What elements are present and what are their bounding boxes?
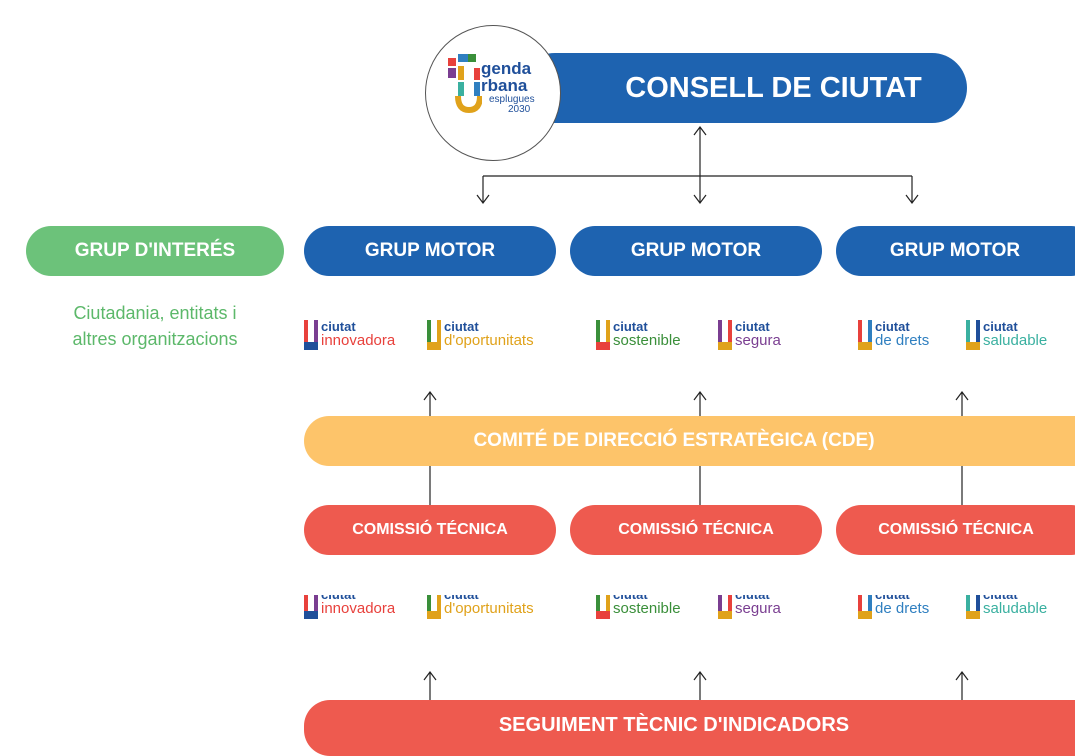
interest-group-description-line1: Ciutadania, entitats i	[73, 303, 237, 323]
motor-group-label: GRUP MOTOR	[364, 240, 496, 261]
badge-prefix: ciutat	[875, 319, 910, 334]
badge-prefix: ciutat	[735, 595, 781, 601]
interest-group-description: Ciutadania, entitats i altres organitzac…	[26, 300, 284, 352]
cde-label: COMITÉ DE DIRECCIÓ ESTRATÈGICA (CDE)	[473, 430, 875, 451]
badge-name: saludable	[983, 600, 1048, 617]
badge-name: sostenible	[613, 332, 681, 349]
logo-line2: rbana	[481, 76, 528, 95]
badge-prefix: ciutat	[983, 319, 1018, 334]
motor-group-2: GRUP MOTOR	[570, 226, 822, 276]
badge-prefix: ciutat	[735, 319, 770, 334]
motor-group-1: GRUP MOTOR	[304, 226, 556, 276]
ciutat-u-icon	[596, 595, 610, 619]
badge-name: segura	[735, 332, 781, 349]
badge-name: innovadora	[321, 332, 396, 349]
motor-group-label: GRUP MOTOR	[889, 240, 1021, 261]
ciutat-u-icon	[966, 595, 980, 619]
ciutat-u-icon	[858, 320, 872, 350]
badge-prefix: ciutat	[321, 319, 356, 334]
badge-name: saludable	[983, 332, 1048, 349]
badge-prefix: ciutat	[444, 319, 479, 334]
interest-group-box: GRUP D'INTERÉS	[26, 226, 284, 276]
motor-group-3: GRUP MOTOR	[836, 226, 1075, 276]
badge-prefix: ciutat	[613, 595, 681, 601]
motor-group-label: GRUP MOTOR	[630, 240, 762, 261]
council-label: CONSELL DE CIUTAT	[625, 71, 922, 104]
cde-box: COMITÉ DE DIRECCIÓ ESTRATÈGICA (CDE)	[304, 416, 1075, 466]
tracking-box: SEGUIMENT TÈCNIC D'INDICADORS	[304, 700, 1075, 756]
interest-group-description-line2: altres organitzacions	[72, 329, 238, 349]
badge-prefix: ciutat	[983, 595, 1047, 601]
technical-commission-3: COMISSIÓ TÉCNICA	[836, 505, 1075, 555]
tracking-label: SEGUIMENT TÈCNIC D'INDICADORS	[498, 714, 850, 736]
logo-line3: esplugues	[489, 94, 535, 105]
ciutat-u-icon	[858, 595, 872, 619]
interest-group-label: GRUP D'INTERÉS	[74, 240, 236, 261]
badge-prefix: ciutat	[321, 595, 395, 601]
ciutat-u-icon	[718, 595, 732, 619]
technical-commission-1: COMISSIÓ TÉCNICA	[304, 505, 556, 555]
logo-line1: genda	[481, 59, 532, 78]
badge-name: d'oportunitats	[444, 600, 534, 617]
ciutat-u-icon	[596, 320, 610, 350]
badge-name: segura	[735, 600, 781, 617]
badge-name: innovadora	[321, 600, 396, 617]
technical-commission-label: COMISSIÓ TÉCNICA	[618, 521, 774, 538]
ciutat-u-icon	[304, 320, 318, 350]
technical-commission-label: COMISSIÓ TÉCNICA	[878, 521, 1034, 538]
badge-name: sostenible	[613, 600, 681, 617]
ciutat-u-icon	[718, 320, 732, 350]
ciutat-u-icon	[427, 595, 441, 619]
ciutat-u-icon	[427, 320, 441, 350]
technical-commission-2: COMISSIÓ TÉCNICA	[570, 505, 822, 555]
technical-commission-label: COMISSIÓ TÉCNICA	[352, 521, 508, 538]
badge-prefix: ciutat	[613, 319, 648, 334]
logo-line4: 2030	[508, 104, 531, 115]
ciutat-u-icon	[304, 595, 318, 619]
agenda-logo-mark-icon	[448, 54, 482, 114]
ciutat-u-icon	[966, 320, 980, 350]
council-box: CONSELL DE CIUTAT	[520, 53, 967, 123]
badge-name: d'oportunitats	[444, 332, 534, 349]
badge-name: de drets	[875, 332, 930, 349]
badge-name: de drets	[875, 600, 930, 617]
badge-prefix: ciutat	[444, 595, 534, 601]
badge-prefix: ciutat	[875, 595, 929, 601]
agenda-urbana-logo: genda rbana esplugues 2030	[425, 25, 561, 161]
